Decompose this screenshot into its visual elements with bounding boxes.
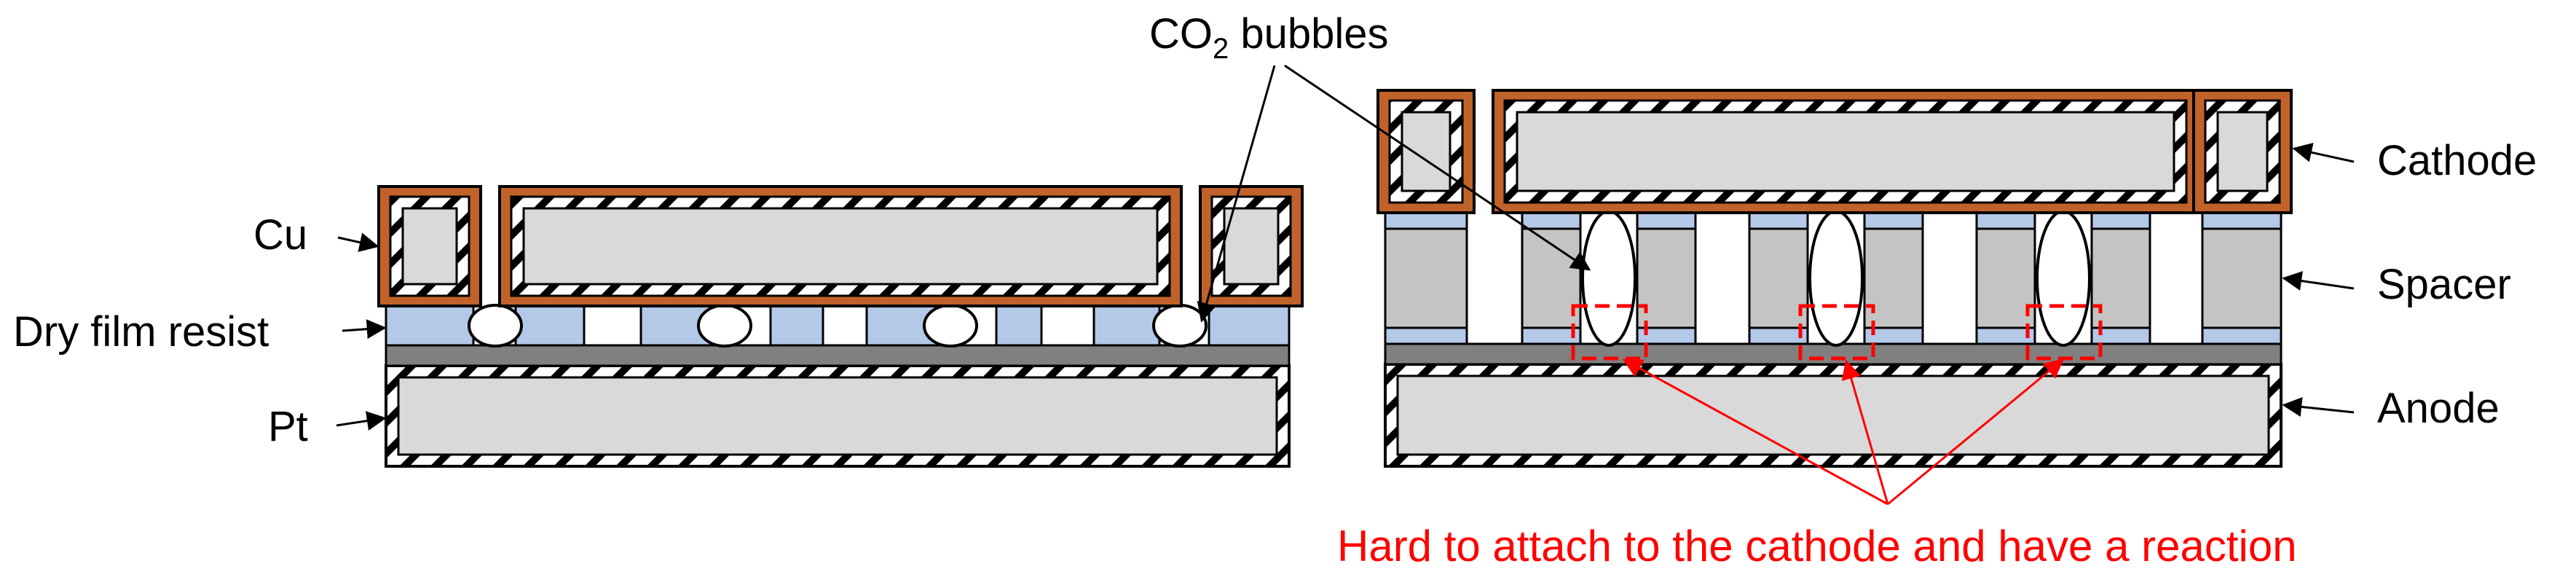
co2-leader-right bbox=[1284, 64, 1591, 271]
highlight-box-1 bbox=[1571, 304, 1648, 361]
right-spacers bbox=[1384, 211, 2282, 345]
left-bubble-4 bbox=[1152, 304, 1208, 348]
right-anode bbox=[1384, 363, 2282, 468]
arrow-anode bbox=[2282, 397, 2355, 417]
reaction-site-highlights bbox=[1571, 304, 2103, 361]
left-bubble-3 bbox=[923, 304, 978, 348]
highlight-box-3 bbox=[2025, 304, 2103, 361]
arrow-pt bbox=[336, 411, 387, 431]
label-dry-film-resist: Dry film resist bbox=[13, 308, 269, 356]
left-pt-electrode bbox=[385, 364, 1291, 468]
left-bubble-1 bbox=[468, 304, 523, 348]
right-diagram: Cathode Spacer Anode Hard to attach to t… bbox=[1337, 89, 2537, 570]
right-bubble-3 bbox=[2036, 210, 2091, 347]
label-cathode: Cathode bbox=[2377, 137, 2537, 184]
right-separator-layer bbox=[1384, 342, 2282, 366]
highlight-box-2 bbox=[1798, 304, 1875, 361]
co2-label-suffix: bubbles bbox=[1229, 10, 1388, 58]
left-cu-block-wide bbox=[498, 185, 1183, 307]
right-cathode-block-left bbox=[1376, 89, 1476, 214]
co2-bubbles-label: CO2 bubbles bbox=[1149, 10, 1389, 65]
right-cathode-block-right bbox=[2192, 89, 2293, 214]
label-cu: Cu bbox=[253, 211, 307, 259]
left-separator-layer bbox=[385, 344, 1291, 367]
right-cathode-block-wide bbox=[1492, 89, 2199, 214]
co2-leader-left bbox=[1197, 65, 1276, 323]
label-spacer: Spacer bbox=[2377, 261, 2511, 308]
arrow-dry-film-resist bbox=[342, 319, 387, 339]
co2-label-prefix: CO bbox=[1149, 10, 1213, 58]
right-bubble-1 bbox=[1581, 210, 1636, 347]
right-co2-bubbles bbox=[1581, 210, 2091, 347]
left-diagram: Cu Dry film resist Pt bbox=[13, 185, 1304, 468]
arrow-cathode bbox=[2292, 143, 2355, 163]
left-bubble-2 bbox=[697, 304, 752, 348]
co2-label-subscript: 2 bbox=[1213, 33, 1229, 65]
label-anode: Anode bbox=[2377, 385, 2500, 432]
arrow-cu bbox=[337, 232, 379, 252]
left-cu-block-small-right bbox=[1199, 185, 1304, 307]
red-note-arrows bbox=[1622, 358, 2065, 506]
arrow-spacer bbox=[2282, 271, 2355, 291]
right-bubble-2 bbox=[1808, 210, 1864, 347]
left-cu-block-small-left bbox=[377, 185, 482, 307]
co2-bubbles-callout: CO2 bubbles bbox=[1149, 10, 1591, 323]
label-pt: Pt bbox=[268, 403, 308, 450]
red-note-text: Hard to attach to the cathode and have a… bbox=[1337, 522, 2297, 570]
